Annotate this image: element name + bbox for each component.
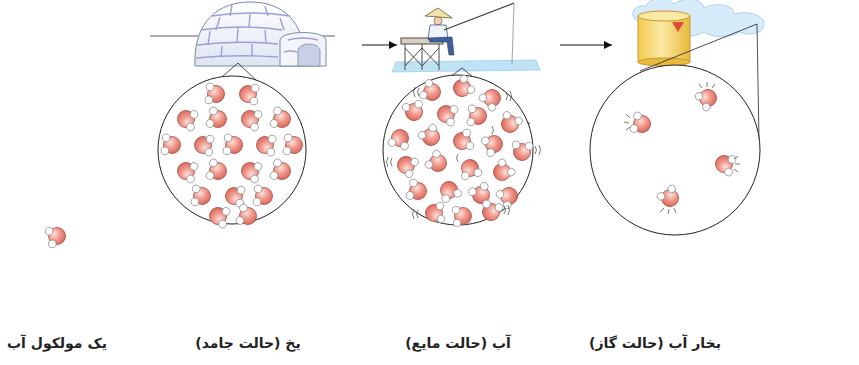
- water-molecule: [435, 101, 460, 127]
- steam-cloud: [633, 0, 764, 37]
- water-molecule: [416, 123, 443, 150]
- water-molecule: [465, 104, 488, 128]
- water-molecule: [426, 202, 445, 223]
- zoom-circle: [383, 75, 533, 225]
- water-molecule: [713, 151, 738, 177]
- water-molecule: [452, 206, 471, 227]
- water-molecule: [204, 106, 229, 132]
- igloo: [195, 2, 326, 66]
- water-molecule: [417, 78, 444, 105]
- water-molecule: [694, 85, 721, 112]
- water-molecule: [423, 149, 451, 177]
- kettle-top: [638, 11, 690, 21]
- motion-marks: [624, 82, 740, 214]
- water-molecule: [477, 85, 505, 113]
- water-molecule: [268, 106, 293, 132]
- water-molecule: [478, 198, 504, 223]
- steam-source: [633, 0, 764, 66]
- process-arrow: [362, 45, 397, 46]
- water-molecule: [449, 73, 476, 100]
- water-molecule: [189, 184, 212, 208]
- igloo-dome: [195, 2, 305, 66]
- molecule-label: یک مولکول آب: [0, 334, 142, 352]
- water-molecule: [496, 109, 523, 136]
- zoom-circle: [590, 65, 760, 235]
- water-molecule: [459, 158, 483, 181]
- water-molecule: [239, 158, 264, 184]
- water-molecule: [510, 139, 534, 162]
- water-molecule: [655, 184, 682, 211]
- kettle-mark: [672, 22, 684, 32]
- motion-marks: [387, 87, 541, 219]
- water-molecule: [437, 178, 463, 203]
- fishing-rod: [444, 3, 514, 30]
- water-molecule: [268, 158, 293, 184]
- water-molecule: [45, 225, 68, 249]
- igloo-door: [298, 44, 320, 66]
- water-molecule: [207, 203, 232, 229]
- head: [434, 17, 442, 25]
- straw-hat: [425, 8, 452, 18]
- liquid-molecules: [387, 73, 533, 227]
- ice-molecules: [159, 82, 304, 229]
- water-molecule: [221, 133, 244, 157]
- kettle-body: [638, 16, 690, 62]
- water-molecule: [159, 133, 182, 157]
- zoom-circle: [158, 76, 306, 224]
- water-molecule: [281, 133, 304, 157]
- igloo-entrance: [280, 33, 326, 67]
- state-label: آب (حالت مایع): [373, 334, 543, 352]
- state-label: بخار آب (حالت گاز): [570, 334, 740, 352]
- gas-molecules: [628, 85, 738, 210]
- water-molecule: [224, 184, 247, 208]
- water-molecule: [394, 151, 421, 178]
- kettle-base: [638, 58, 690, 66]
- water-molecule: [239, 106, 264, 132]
- state-label: یخ (حالت جامد): [163, 334, 333, 352]
- trousers: [428, 37, 454, 55]
- water-molecule: [193, 133, 216, 157]
- shirt: [428, 25, 448, 39]
- water-molecule: [255, 133, 278, 157]
- water-molecule: [251, 184, 274, 208]
- water-molecule: [628, 111, 653, 137]
- water-molecule: [480, 132, 505, 158]
- water-molecule: [452, 128, 475, 152]
- water-molecule: [467, 181, 493, 206]
- leader-lines: [163, 24, 759, 140]
- water-molecule: [404, 178, 429, 204]
- ground-line: [150, 36, 335, 37]
- water-molecule: [203, 82, 226, 106]
- state-panel: آب (حالت مایع): [397, 0, 560, 365]
- water-molecule: [204, 158, 229, 184]
- water-surface: [392, 60, 540, 72]
- state-panel: بخار آب (حالت گاز): [612, 0, 772, 365]
- dock: [401, 38, 443, 70]
- water-molecule: [175, 106, 200, 132]
- water-molecule: [489, 157, 517, 185]
- water-molecule: [234, 203, 259, 229]
- process-arrow: [560, 45, 612, 46]
- fisherman: [392, 3, 540, 72]
- water-molecule: [495, 183, 522, 210]
- state-panel: یخ (حالت جامد): [150, 0, 362, 365]
- water-molecule: [175, 158, 200, 184]
- igloo-bricks: [196, 5, 318, 58]
- water-molecule: [387, 127, 413, 152]
- water-molecule: [401, 100, 425, 123]
- water-molecule: [238, 82, 261, 106]
- fishing-line: [512, 3, 514, 64]
